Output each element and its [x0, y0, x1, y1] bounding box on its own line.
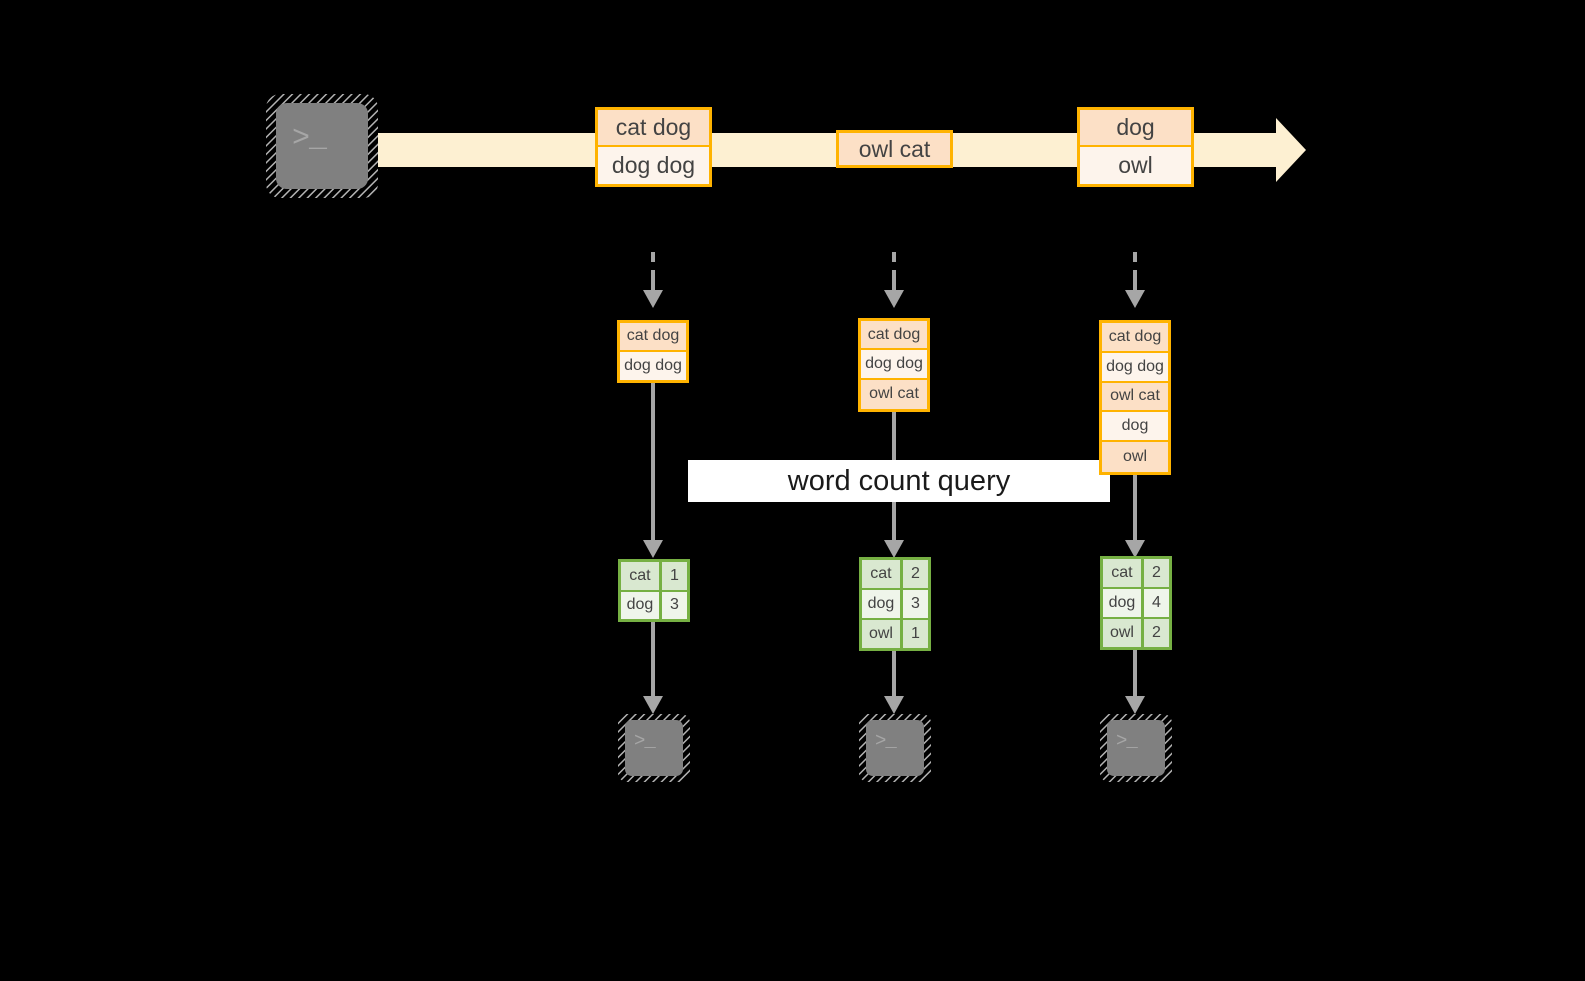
result-table-2: cat 2 dog 3 owl 1	[859, 557, 931, 651]
result-row: owl 2	[1103, 619, 1169, 647]
result-word: cat	[862, 560, 903, 588]
arrow-down-icon	[640, 380, 666, 560]
query-label-band: word count query	[688, 460, 1110, 502]
snapshot-record: owl cat	[1102, 382, 1168, 413]
query-label: word count query	[787, 464, 1011, 497]
result-row: dog 3	[621, 591, 687, 619]
arrow-down-icon	[881, 648, 907, 716]
result-word: owl	[1103, 619, 1144, 647]
snapshot-record: dog dog	[1102, 352, 1168, 383]
result-row: cat 2	[862, 560, 928, 590]
source-terminal-icon: >_	[266, 94, 378, 198]
result-word: dog	[862, 590, 903, 618]
stream-record: owl	[1080, 147, 1191, 184]
terminal-prompt-glyph: >_	[634, 730, 656, 752]
stream-record: owl cat	[839, 133, 950, 165]
result-row: cat 2	[1103, 559, 1169, 589]
result-word: cat	[621, 562, 662, 590]
arrow-down-icon	[640, 620, 666, 716]
sink-terminal-icon: >_	[618, 714, 690, 782]
result-word: cat	[1103, 559, 1144, 587]
result-row: dog 3	[862, 590, 928, 620]
snapshot-record: cat dog	[1102, 323, 1168, 353]
snapshot-record: dog dog	[620, 351, 686, 380]
result-count: 1	[661, 562, 687, 590]
stream-record: dog dog	[598, 147, 709, 184]
result-count: 1	[902, 620, 928, 648]
terminal-prompt-glyph: >_	[1116, 730, 1138, 752]
arrow-down-icon	[1122, 648, 1148, 716]
result-word: owl	[862, 620, 903, 648]
result-count: 4	[1143, 589, 1169, 617]
snapshot-record: cat dog	[861, 321, 927, 351]
result-row: cat 1	[621, 562, 687, 592]
sink-terminal-icon: >_	[859, 714, 931, 782]
arrow-down-dashed-icon	[640, 252, 666, 310]
arrow-down-dashed-icon	[1122, 252, 1148, 310]
result-row: owl 1	[862, 620, 928, 648]
terminal-prompt-glyph: >_	[875, 730, 897, 752]
snapshot-record: owl	[1102, 442, 1168, 472]
result-count: 3	[902, 590, 928, 618]
sink-terminal-icon: >_	[1100, 714, 1172, 782]
arrow-down-dashed-icon	[881, 252, 907, 310]
result-table-1: cat 1 dog 3	[618, 559, 690, 622]
snapshot-table-1: cat dog dog dog	[617, 320, 689, 383]
stream-record-group-1: cat dog dog dog	[595, 107, 712, 187]
stream-record-group-3: dog owl	[1077, 107, 1194, 187]
arrow-right-icon	[1240, 118, 1306, 182]
stream-record-group-2: owl cat	[836, 130, 953, 168]
result-table-3: cat 2 dog 4 owl 2	[1100, 556, 1172, 650]
snapshot-table-3: cat dog dog dog owl cat dog owl	[1099, 320, 1171, 475]
snapshot-record: owl cat	[861, 379, 927, 409]
result-count: 2	[1143, 559, 1169, 587]
snapshot-record: dog	[1102, 412, 1168, 443]
result-count: 3	[661, 591, 687, 619]
arrow-down-icon	[1122, 470, 1148, 560]
result-count: 2	[1143, 619, 1169, 647]
stream-record: cat dog	[598, 110, 709, 147]
result-word: dog	[1103, 589, 1144, 617]
snapshot-record: dog dog	[861, 350, 927, 380]
result-row: dog 4	[1103, 589, 1169, 619]
snapshot-table-2: cat dog dog dog owl cat	[858, 318, 930, 412]
stream-record: dog	[1080, 110, 1191, 147]
result-count: 2	[902, 560, 928, 588]
result-word: dog	[621, 591, 662, 619]
snapshot-record: cat dog	[620, 323, 686, 352]
terminal-prompt-glyph: >_	[292, 122, 327, 156]
